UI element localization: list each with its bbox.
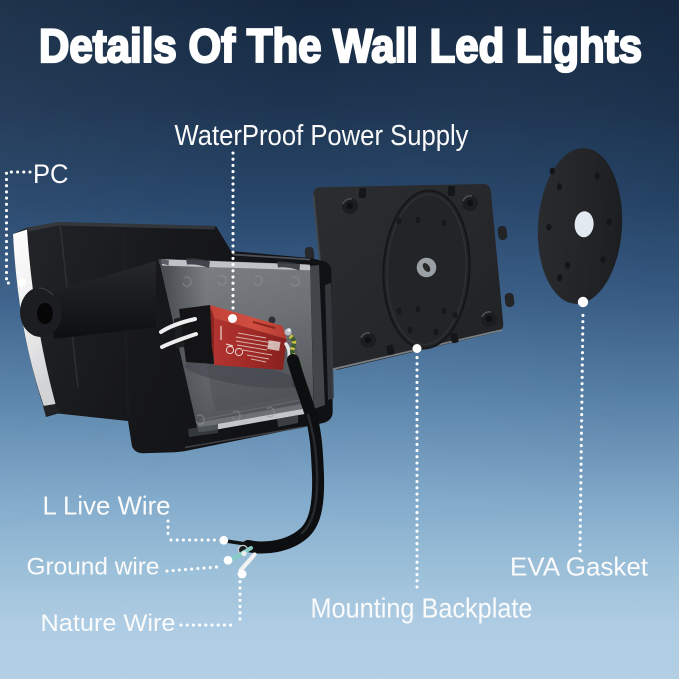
svg-text:Nature Wire: Nature Wire xyxy=(41,610,176,637)
svg-text:L Live Wire: L Live Wire xyxy=(43,491,171,521)
svg-text:PC: PC xyxy=(33,159,69,189)
svg-text:Details Of The Wall Led Lights: Details Of The Wall Led Lights xyxy=(39,19,642,72)
svg-text:Mounting Backplate: Mounting Backplate xyxy=(311,593,533,624)
svg-text:Ground wire: Ground wire xyxy=(27,554,160,581)
svg-text:WaterProof Power Supply: WaterProof Power Supply xyxy=(175,120,469,152)
svg-text:EVA Gasket: EVA Gasket xyxy=(510,552,649,582)
